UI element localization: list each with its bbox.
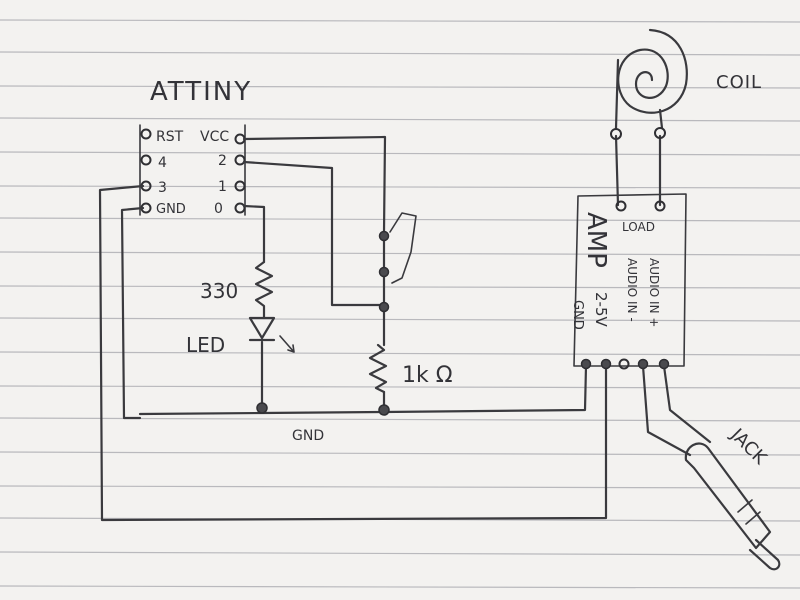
push-switch — [378, 212, 417, 313]
amp-audio-plus-label: AUDIO IN + — [647, 258, 661, 327]
ground-label: GND — [292, 428, 324, 444]
pin-label-4: 4 — [158, 155, 167, 171]
node-pot-top — [378, 301, 390, 313]
pin-label-vcc: VCC — [200, 129, 229, 145]
amp-load-terminal-right — [654, 200, 666, 212]
pin-label-2: 2 — [218, 153, 227, 169]
pin-1 — [234, 180, 246, 192]
amp-pin-gnd — [580, 358, 592, 370]
amp-module: LOAD AMP 2-5V GND AUDIO IN - AUDIO IN + — [570, 193, 687, 370]
pin-label-3: 3 — [158, 180, 167, 196]
amp-load-label: LOAD — [622, 220, 655, 234]
amp-pin-audio-plus — [658, 358, 670, 370]
pin-label-gnd: GND — [156, 202, 186, 217]
coil: COIL — [610, 28, 762, 140]
node-pot-gnd — [378, 404, 390, 416]
jack-plug-tip — [748, 538, 781, 571]
coil-leads — [614, 58, 664, 130]
wire-pin2 — [242, 160, 386, 307]
wire-audio-plus — [662, 364, 712, 444]
led-label: LED — [186, 333, 225, 357]
amp-outline — [573, 193, 687, 367]
jack-rings — [737, 499, 761, 525]
wire-vcc — [242, 135, 387, 234]
ruled-lines — [0, 19, 800, 589]
resistor-330: 330 — [200, 260, 274, 320]
wire-chip-gnd — [120, 206, 145, 420]
amp-pin-blank — [618, 358, 630, 370]
audio-jack: JACK — [684, 424, 781, 571]
coil-spiral — [617, 28, 688, 114]
amp-gnd-label: GND — [570, 300, 585, 330]
amp-audio-minus-label: AUDIO IN - — [625, 258, 639, 322]
coil-label: COIL — [716, 72, 762, 93]
resistor-330-value: 330 — [200, 279, 238, 303]
pin-2 — [234, 154, 246, 166]
coil-terminal-right — [654, 127, 666, 139]
wires — [98, 134, 712, 522]
switch-contact-bottom — [378, 266, 390, 278]
pin-label-rst: RST — [156, 129, 184, 145]
pin-4 — [140, 154, 152, 166]
ground-bus — [138, 364, 588, 416]
coil-terminal-left — [610, 128, 622, 140]
resistor-330-zigzag — [254, 260, 274, 320]
amp-load-terminal-left — [615, 200, 627, 212]
pin-label-0: 0 — [214, 201, 223, 217]
resistor-1k-zigzag — [368, 343, 388, 394]
resistor-1k: 1k Ω — [368, 343, 453, 416]
wire-coil-left — [614, 134, 620, 207]
amp-power-label: 2-5V — [592, 292, 610, 327]
led-triangle — [248, 316, 276, 340]
switch-contact-top — [378, 230, 390, 242]
led-light-arrow — [279, 335, 295, 353]
resistor-1k-value: 1k Ω — [402, 363, 453, 388]
led: LED — [186, 316, 295, 414]
amp-pin-power — [600, 358, 612, 370]
jack-body — [684, 442, 772, 550]
chip-title: ATTINY — [150, 77, 252, 107]
wire-audio-minus — [641, 364, 692, 457]
amp-title: AMP — [581, 212, 611, 268]
pin-rst — [140, 128, 152, 140]
switch-lever — [389, 212, 417, 284]
node-led-gnd — [256, 402, 268, 414]
pin-label-1: 1 — [218, 179, 227, 195]
attiny-chip: ATTINY RST 4 3 GND VCC 2 1 0 — [139, 77, 252, 217]
wire-pin3-audio — [98, 184, 608, 522]
jack-label: JACK — [726, 424, 772, 470]
wire-pin0 — [242, 204, 266, 264]
amp-pin-audio-minus — [637, 358, 649, 370]
pin-0 — [234, 202, 246, 214]
